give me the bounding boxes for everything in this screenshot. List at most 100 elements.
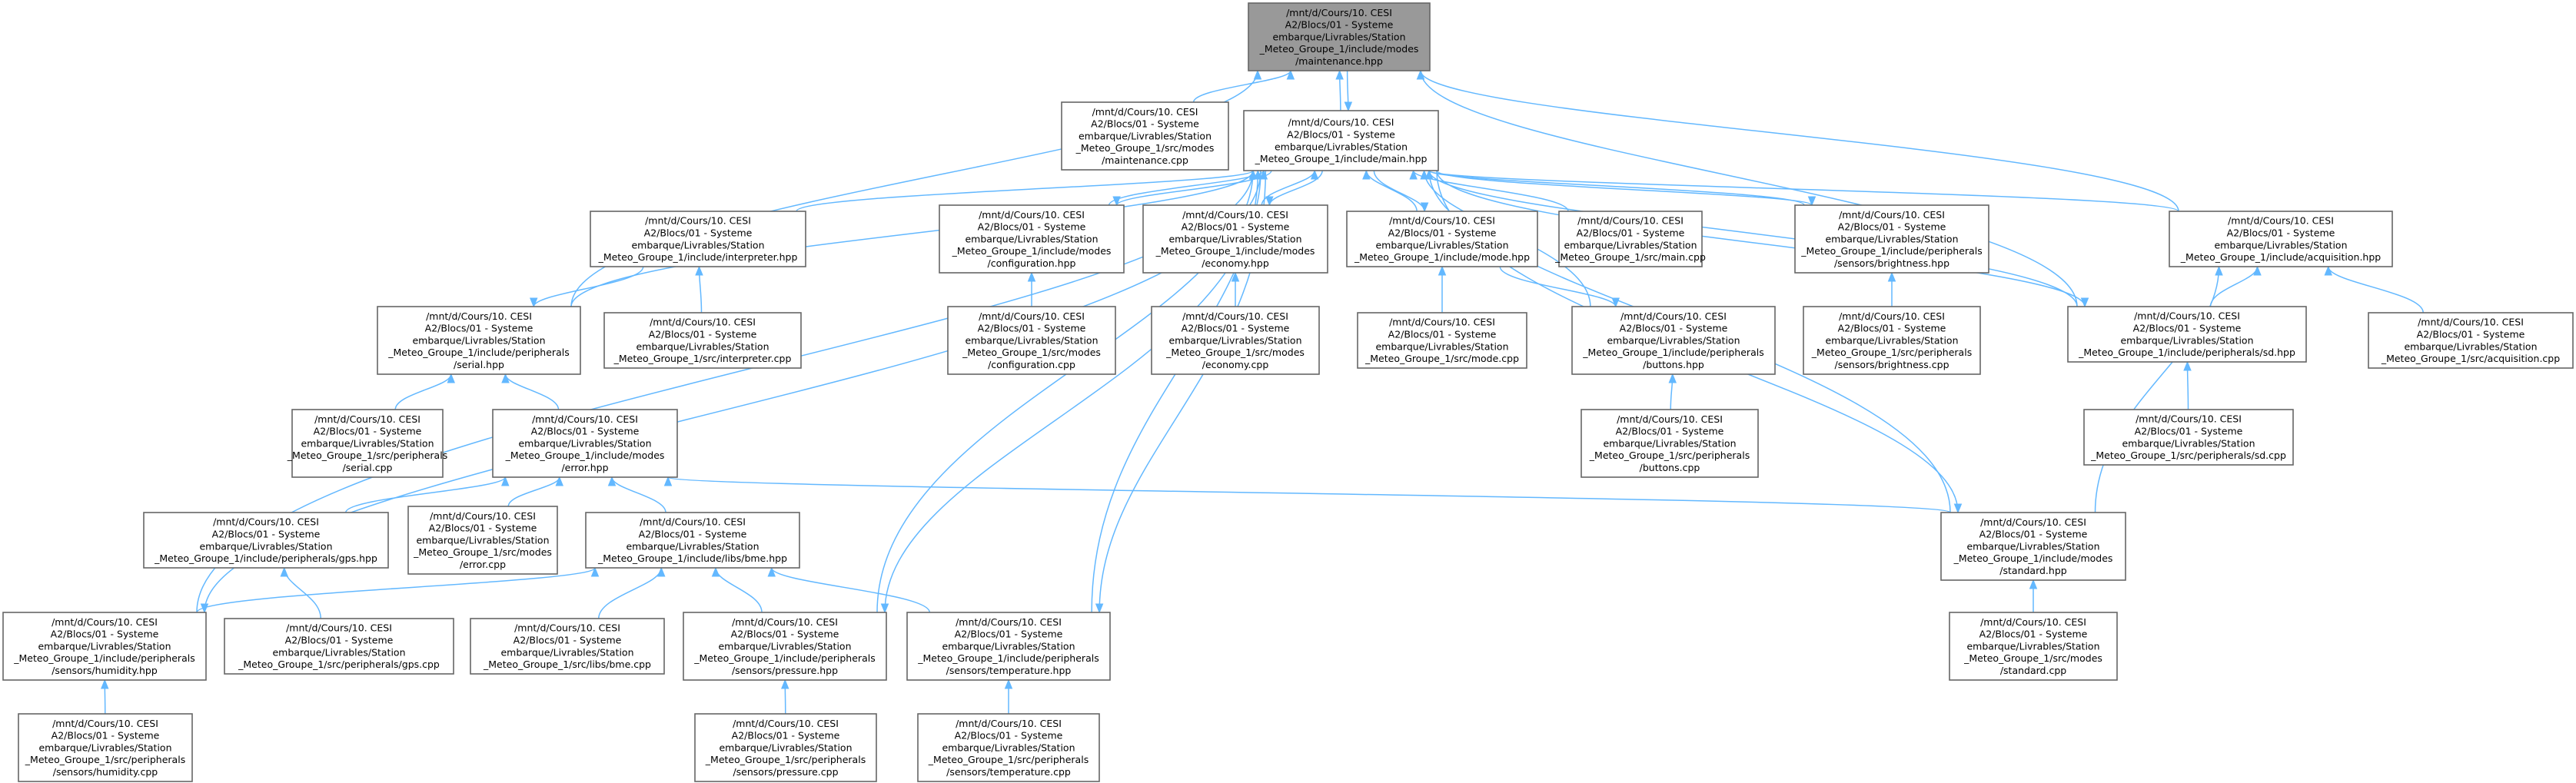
file-node-label-line: /sensors/brightness.cpp — [1834, 359, 1949, 370]
file-node-label-line: embarque/Livrables/Station — [965, 334, 1098, 346]
file-node-label-line: embarque/Livrables/Station — [1564, 239, 1697, 250]
edge-arrowhead — [1668, 373, 1677, 383]
edge-arrowhead — [1112, 196, 1121, 207]
file-node-label-line: /mnt/d/Cours/10. CESI — [1182, 209, 1288, 221]
file-node-label-line: A2/Blocs/01 - Systeme — [51, 629, 159, 640]
file-node-label-line: /standard.cpp — [2000, 665, 2066, 676]
file-node-label-line: A2/Blocs/01 - Systeme — [1388, 329, 1497, 340]
file-node-label-line: /mnt/d/Cours/10. CESI — [1617, 413, 1723, 425]
file-node-label-line: _Meteo_Groupe_1/src/modes — [1165, 347, 1305, 358]
file-node-box — [947, 306, 1116, 375]
file-node-label-line: /mnt/d/Cours/10. CESI — [1182, 310, 1288, 322]
file-node-box — [224, 618, 454, 675]
file-node-label-line: /maintenance.hpp — [1295, 55, 1383, 67]
file-node-label-line: A2/Blocs/01 - Systeme — [639, 529, 747, 540]
file-node-label-line: embarque/Livrables/Station — [301, 437, 434, 449]
file-node-label-line: _Meteo_Groupe_1/src/main.cpp — [1554, 251, 1706, 263]
dependency-edge-acquisition-cpp-to-acquisition-hpp — [2328, 266, 2424, 314]
edge-arrowhead — [1095, 603, 1104, 614]
dependency-edge-bme-hpp-to-error-hpp — [611, 476, 666, 513]
file-node-label-line: A2/Blocs/01 - Systeme — [2133, 323, 2242, 334]
file-node-label-line: /sensors/brightness.hpp — [1834, 257, 1949, 269]
file-node-label-line: A2/Blocs/01 - Systeme — [1838, 323, 1946, 334]
file-node-box — [1940, 512, 2126, 581]
dependency-edge-maintenance-cpp-to-maintenance-hpp — [1192, 70, 1291, 103]
file-node-label-line: A2/Blocs/01 - Systeme — [1616, 426, 1724, 437]
file-node-label-line: _Meteo_Groupe_1/src/modes — [962, 347, 1101, 358]
file-node-label-line: _Meteo_Groupe_1/include/modes — [1259, 43, 1419, 55]
file-node-label-line: A2/Blocs/01 - Systeme — [731, 629, 839, 640]
file-node-label-line: A2/Blocs/01 - Systeme — [2227, 227, 2335, 239]
file-node-label-line: /mnt/d/Cours/10. CESI — [956, 616, 1062, 628]
edge-arrowhead — [1362, 169, 1371, 180]
file-node-label-line: /mnt/d/Cours/10. CESI — [650, 317, 756, 328]
edge-arrowhead — [1286, 69, 1295, 80]
dependency-edge-mode-hpp-to-buttons-hpp — [1499, 266, 1617, 307]
file-node-label-line: A2/Blocs/01 - Systeme — [2417, 329, 2525, 340]
file-node-label-line: /mnt/d/Cours/10. CESI — [2134, 310, 2240, 322]
file-node-label-line: /mnt/d/Cours/10. CESI — [979, 310, 1085, 322]
file-node-label-line: /mnt/d/Cours/10. CESI — [2418, 317, 2524, 328]
dependency-edge-error-cpp-to-error-hpp — [507, 476, 560, 507]
file-node-label-line: _Meteo_Groupe_1/include/peripherals — [1582, 347, 1763, 358]
edge-arrowhead — [711, 566, 720, 577]
file-node-label-line: embarque/Livrables/Station — [626, 540, 759, 552]
file-node-label-line: embarque/Livrables/Station — [1272, 31, 1405, 42]
dependency-edge-acquisition-hpp-to-main-hpp — [1428, 170, 2179, 212]
file-node-label-line: /sensors/temperature.cpp — [946, 766, 1071, 778]
file-node-label-line: embarque/Livrables/Station — [636, 340, 769, 352]
file-node-label-line: /sensors/pressure.hpp — [732, 665, 838, 676]
file-node-label-line: A2/Blocs/01 - Systeme — [52, 730, 160, 742]
edge-arrowhead — [501, 476, 510, 486]
file-node-label-line: /mnt/d/Cours/10. CESI — [52, 616, 158, 628]
file-node-label-line: A2/Blocs/01 - Systeme — [1979, 629, 2088, 640]
edge-arrowhead — [447, 373, 455, 383]
file-node-label-line: A2/Blocs/01 - Systeme — [1091, 118, 1199, 130]
file-node-box — [492, 409, 678, 478]
file-node-label-line: _Meteo_Groupe_1/src/modes — [413, 546, 552, 558]
file-node-label-line: embarque/Livrables/Station — [942, 640, 1075, 652]
file-node-box — [1794, 204, 1989, 274]
file-node-box — [1243, 110, 1439, 171]
file-node-box — [2, 612, 207, 681]
dependency-edge-main-hpp-to-mode-hpp — [1373, 170, 1425, 212]
file-node-box — [377, 306, 581, 375]
